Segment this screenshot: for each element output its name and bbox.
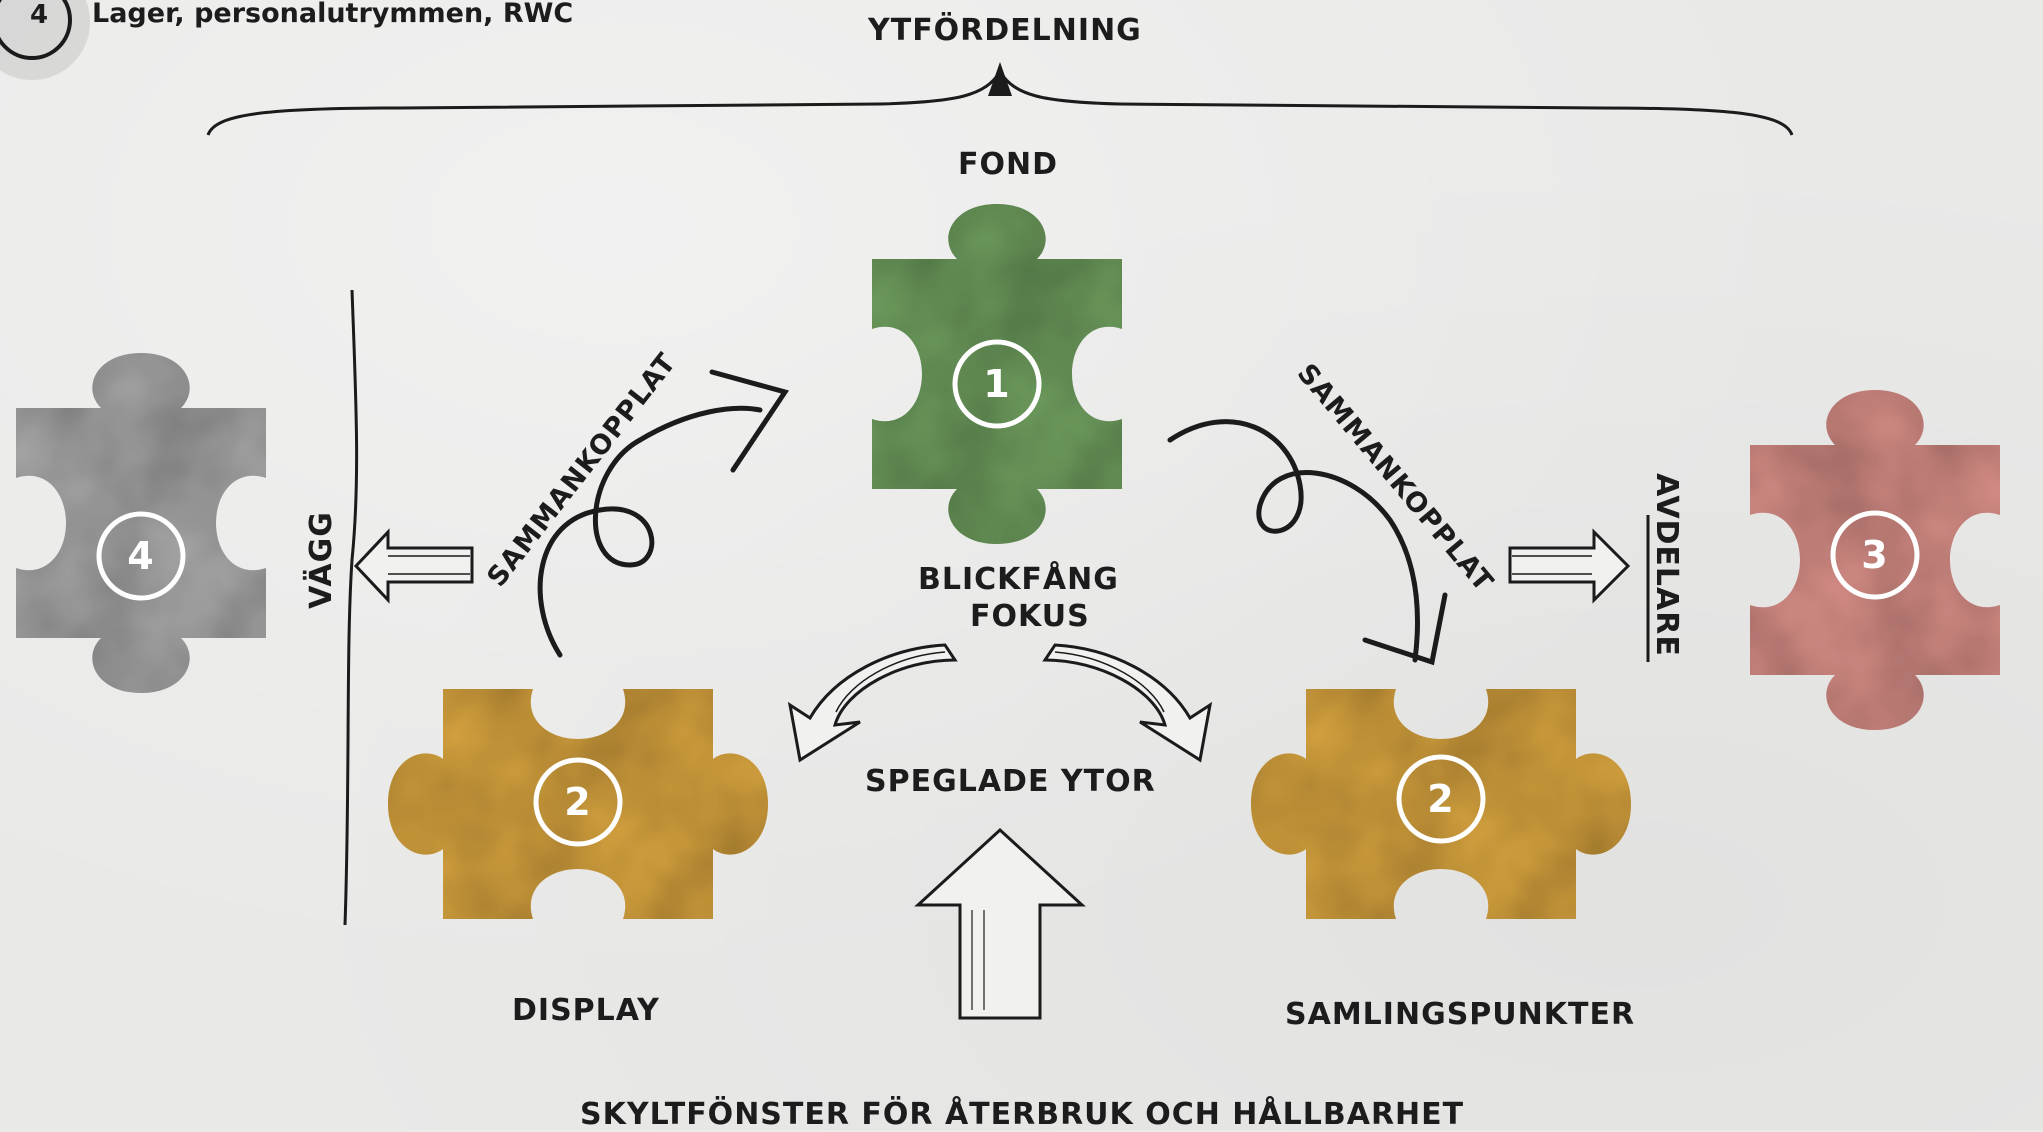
arrow-to-wall [353,528,474,604]
wall-line [343,289,359,926]
puzzle-piece-2-left [388,689,768,919]
puzzle-piece-3 [1750,390,2000,730]
label-focus-line1: BLICKFÅNG [918,562,1119,597]
label-wall: VÄGG [304,511,339,609]
arrow-to-divider [1508,528,1631,604]
step-number: 4 [30,0,50,30]
piece-number-1: 1 [983,362,1011,406]
puzzle-piece-2-right [1251,689,1631,919]
label-focus-line2: FOKUS [970,599,1090,634]
label-fond: FOND [958,147,1059,182]
piece-number-2-right: 2 [1427,777,1455,821]
label-mirrored: SPEGLADE YTOR [865,764,1156,799]
label-display: DISPLAY [512,993,660,1028]
connection-arrow-left [537,369,790,658]
puzzle-piece-1 [872,204,1122,544]
brace-tip [988,62,1012,96]
label-bottom: SKYLTFÖNSTER FÖR ÅTERBRUK OCH HÅLLBARHET [580,1097,1465,1132]
label-gathering: SAMLINGSPUNKTER [1285,997,1636,1032]
piece-number-2-left: 2 [564,780,592,824]
upward-arrow [914,827,1086,1020]
mirror-arrow-right [1042,643,1213,763]
piece-number-3: 3 [1861,533,1889,577]
puzzle-piece-4 [16,353,266,693]
step-badge [0,0,90,80]
piece-number-4: 4 [127,534,155,578]
mirror-arrow-left [787,643,958,763]
label-divider: AVDELARE [1649,473,1684,657]
connection-arrow-right [1167,419,1448,666]
step-title: Lager, personalutrymmen, RWC [92,0,574,29]
diagram-title: YTFÖRDELNING [868,13,1142,48]
